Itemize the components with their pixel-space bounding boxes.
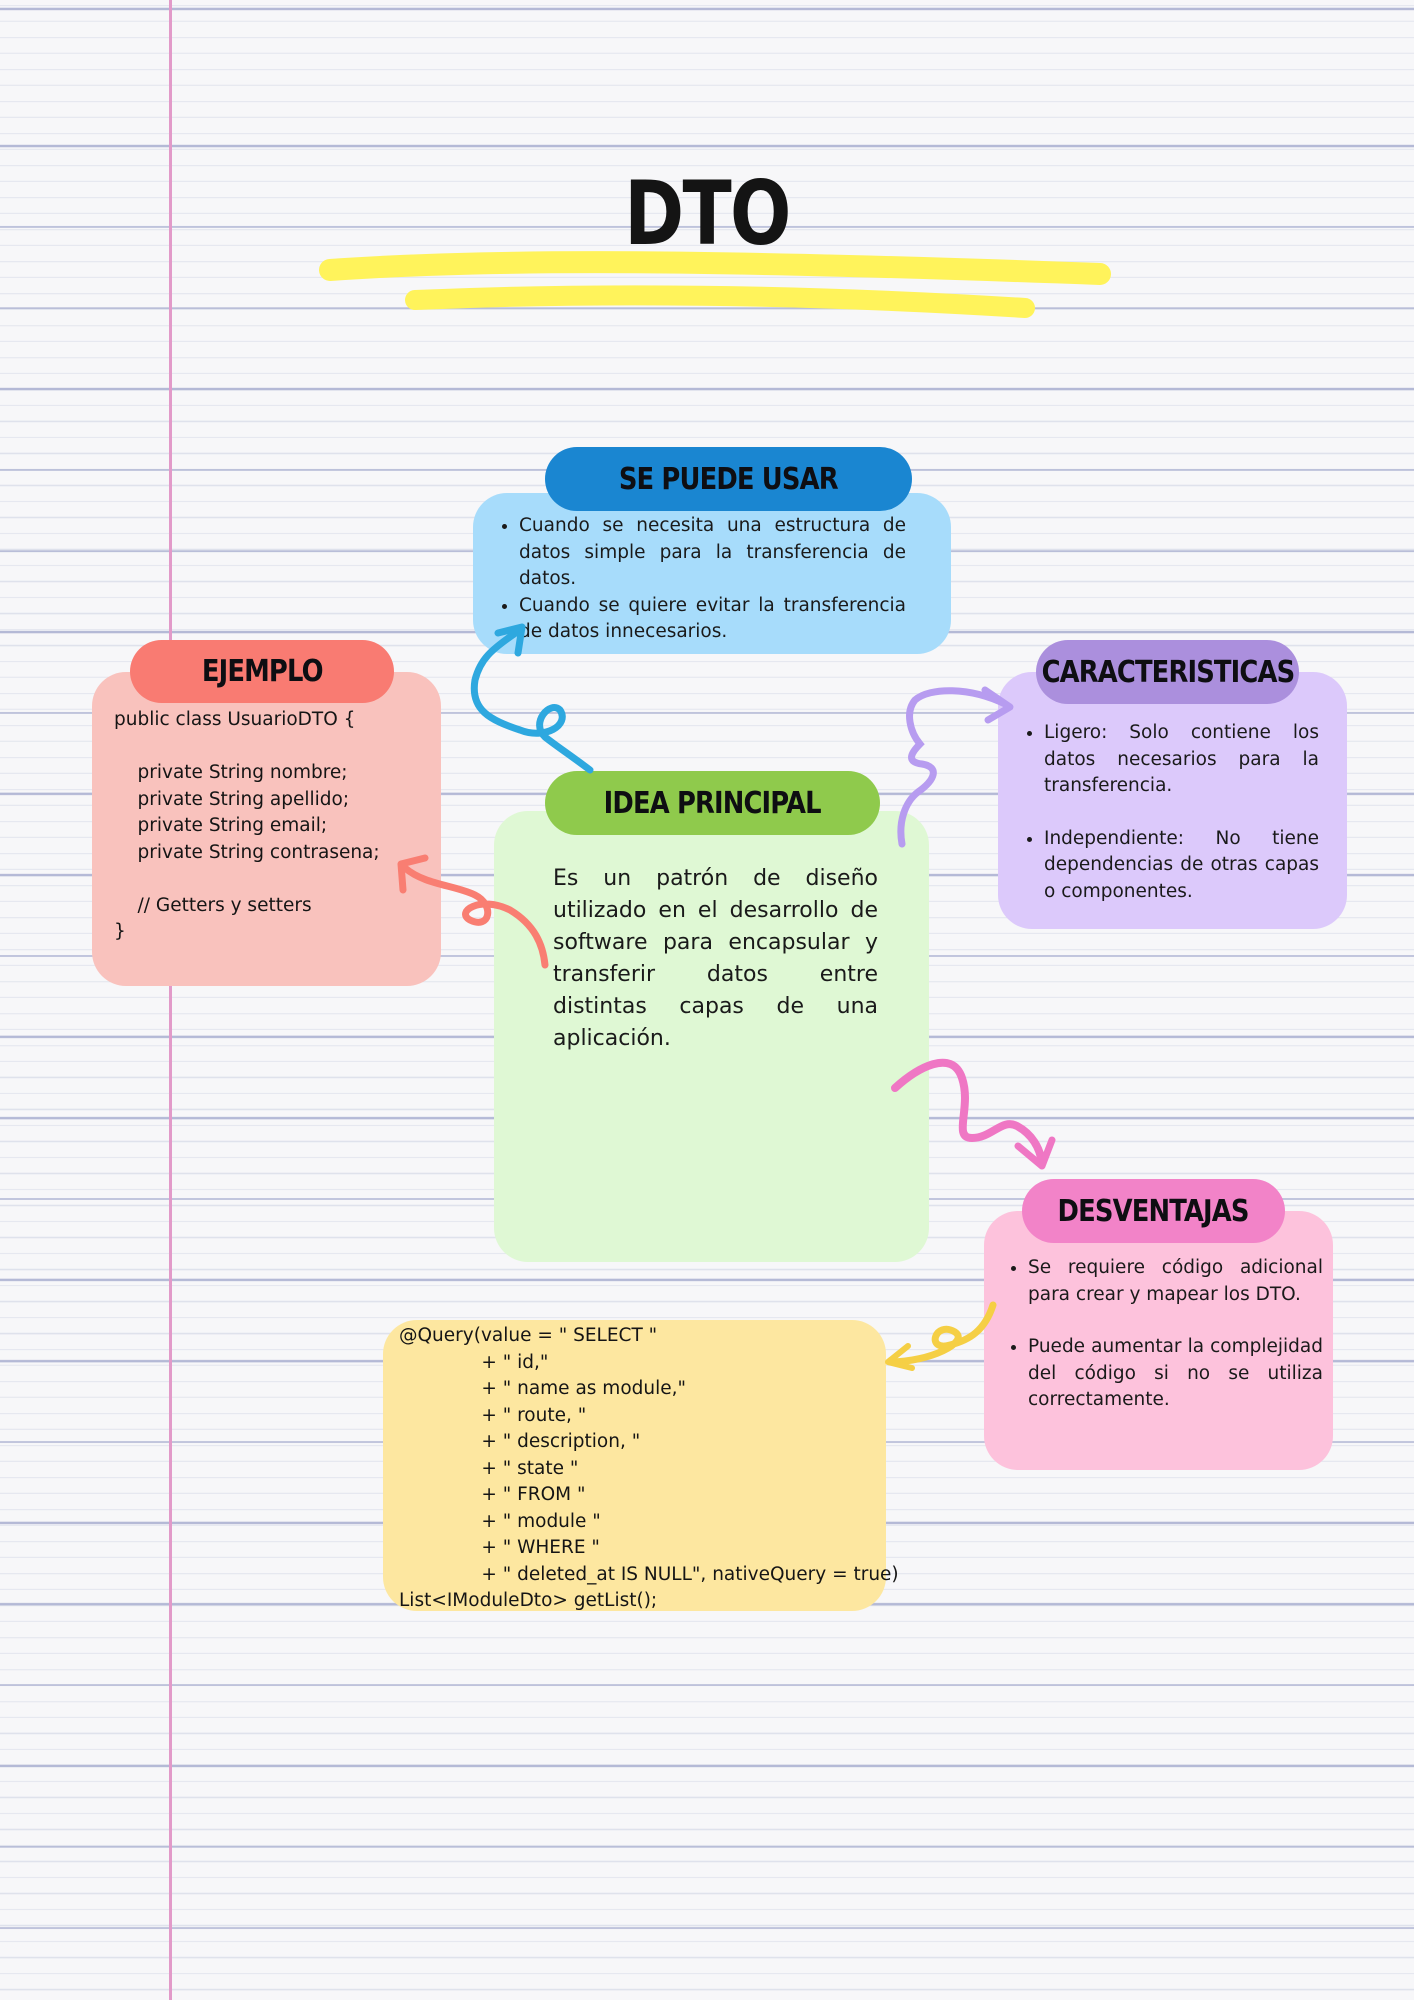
caracteristicas-box: Ligero: Solo contiene los datos necesari… [998, 672, 1347, 929]
list-item: Ligero: Solo contiene los datos necesari… [1044, 720, 1319, 800]
list-item: Puede aumentar la complejidad del código… [1028, 1334, 1323, 1414]
ejemplo-box: public class UsuarioDTO { private String… [92, 672, 441, 986]
yellow-squiggle-arrow [885, 1301, 997, 1371]
purple-arrow-head [981, 686, 1014, 724]
idea-principal-header: IDEA PRINCIPAL [545, 771, 880, 835]
se-puede-usar-box: Cuando se necesita una estructura de dat… [473, 493, 951, 654]
ejemplo-code: public class UsuarioDTO { private String… [114, 709, 380, 942]
yellow-arrow-line [886, 1301, 997, 1366]
list-item: Cuando se quiere evitar la transferencia… [519, 593, 906, 646]
desventajas-list: Se requiere código adicional para crear … [992, 1255, 1323, 1414]
highlight-stroke-bottom [405, 285, 1035, 318]
se-puede-usar-header: SE PUEDE USAR [545, 447, 912, 511]
purple-squiggle-arrow [897, 686, 1014, 848]
purple-arrow-line [897, 687, 1009, 848]
list-item: Se requiere código adicional para crear … [1028, 1255, 1323, 1308]
se-puede-usar-list: Cuando se necesita una estructura de dat… [483, 513, 906, 646]
query-code-box: @Query(value = " SELECT " + " id," + " n… [383, 1320, 899, 1611]
idea-principal-box [494, 811, 929, 1262]
blue-arrow-line [470, 626, 594, 774]
desventajas-header: DESVENTAJAS [1022, 1179, 1285, 1243]
coral-arrow-line [401, 864, 549, 969]
pink-arrow-head [1014, 1136, 1056, 1170]
desventajas-header-label: DESVENTAJAS [1057, 1193, 1250, 1229]
pink-squiggle-arrow [891, 1058, 1056, 1170]
ejemplo-header-label: EJEMPLO [201, 654, 324, 689]
idea-principal-header-label: IDEA PRINCIPAL [603, 785, 822, 821]
list-item: Independiente: No tiene dependencias de … [1044, 826, 1319, 906]
query-code: @Query(value = " SELECT " + " id," + " n… [399, 1325, 899, 1611]
caracteristicas-list: Ligero: Solo contiene los datos necesari… [1008, 720, 1319, 905]
coral-squiggle-arrow [397, 854, 549, 969]
notebook-margin-line [169, 0, 172, 2000]
page-title: DTO [624, 162, 791, 265]
caracteristicas-header: CARACTERISTICAS [1036, 640, 1299, 704]
highlight-stroke-top [319, 251, 1111, 285]
blue-arrow-head [494, 623, 526, 657]
coral-arrow-head [397, 854, 429, 894]
ejemplo-header: EJEMPLO [130, 640, 394, 703]
se-puede-usar-header-label: SE PUEDE USAR [619, 461, 839, 497]
caracteristicas-header-label: CARACTERISTICAS [1041, 654, 1295, 690]
title-highlight [319, 251, 1111, 318]
blue-squiggle-arrow [470, 623, 594, 774]
yellow-arrow-head [885, 1343, 915, 1371]
idea-principal-text: Es un patrón de diseño utilizado en el d… [553, 866, 878, 1051]
pink-arrow-line [891, 1058, 1046, 1167]
list-item: Cuando se necesita una estructura de dat… [519, 513, 906, 593]
desventajas-box: Se requiere código adicional para crear … [984, 1211, 1333, 1470]
